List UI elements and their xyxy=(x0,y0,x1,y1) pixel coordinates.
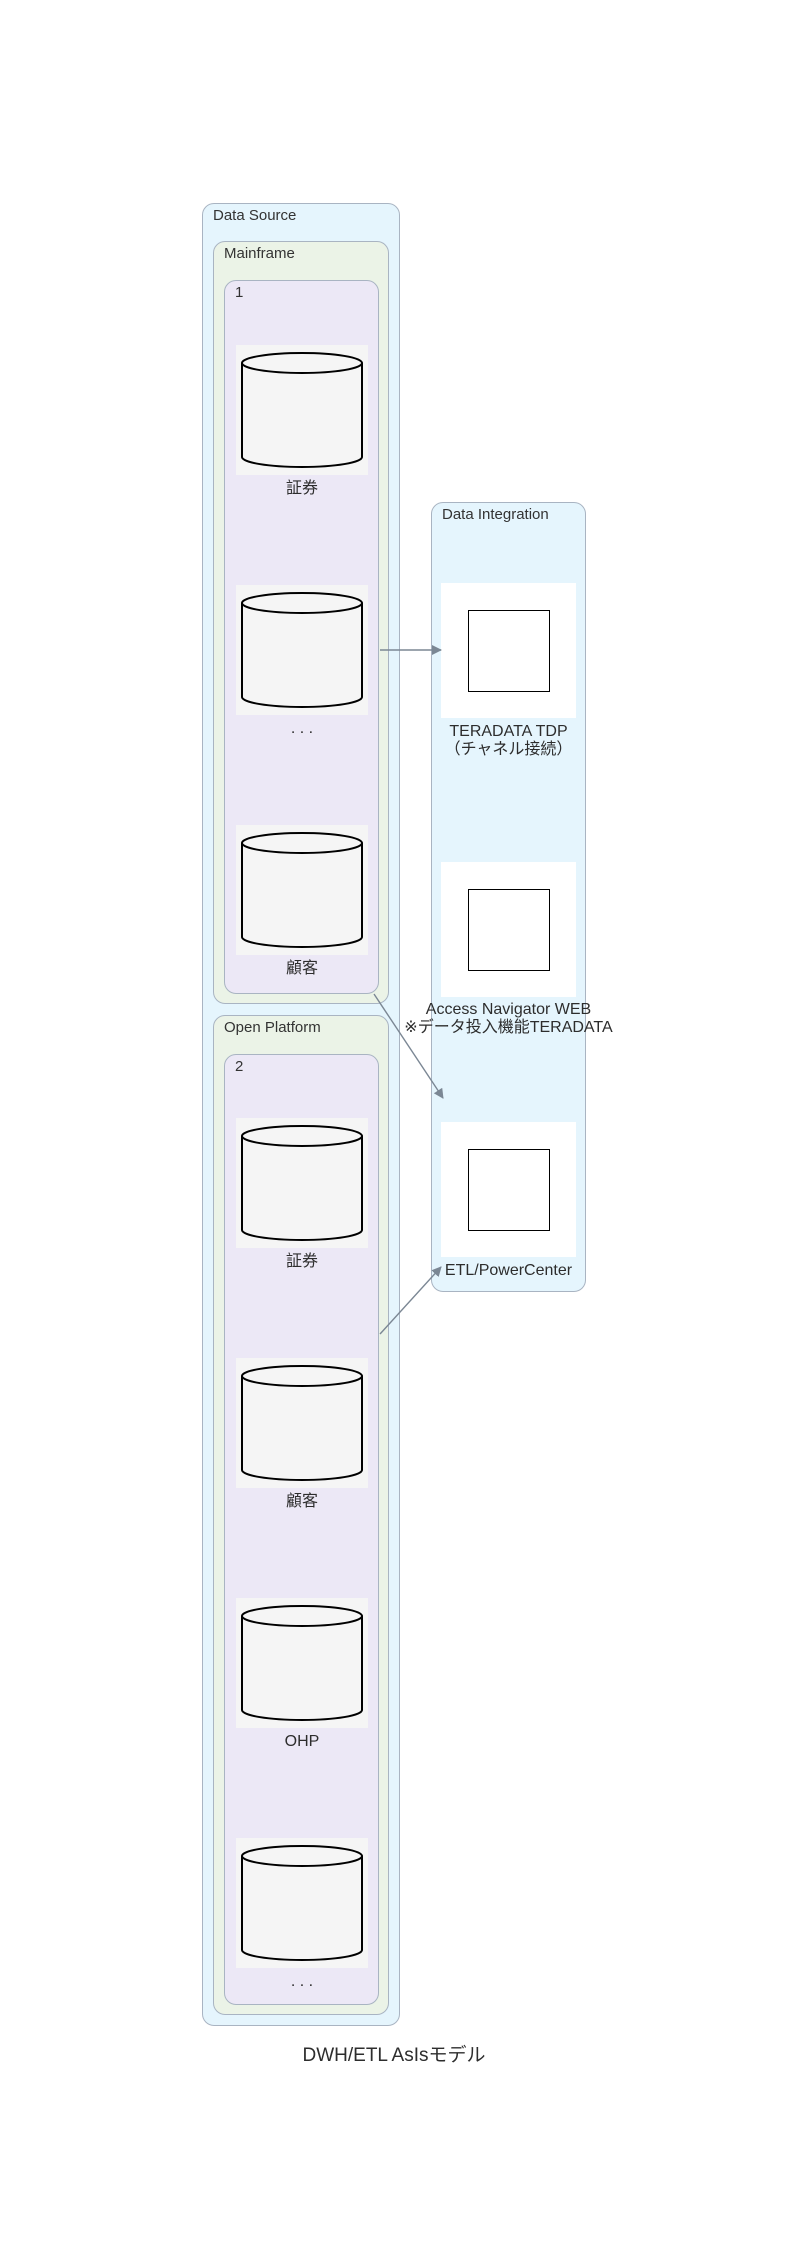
square-icon xyxy=(468,610,550,692)
open-node-ohp[interactable]: OHP xyxy=(236,1598,368,1758)
mainframe-node-more[interactable]: . . . xyxy=(236,585,368,745)
integration-node-etl-powercenter[interactable]: ETL/PowerCenter xyxy=(441,1122,576,1282)
database-icon xyxy=(241,1125,363,1241)
cluster-label-group-2: 2 xyxy=(235,1058,244,1075)
node-label: 証券 xyxy=(285,1253,318,1270)
node-label-line1: ETL/PowerCenter xyxy=(444,1262,573,1279)
node-label: 顧客 xyxy=(285,960,318,977)
diagram-title: DWH/ETL AsIsモデル xyxy=(302,2045,486,2066)
database-icon xyxy=(241,1605,363,1721)
node-label: 顧客 xyxy=(285,1493,318,1510)
open-node-customer[interactable]: 顧客 xyxy=(236,1358,368,1518)
cluster-label-group-1: 1 xyxy=(235,284,244,301)
node-label-line1: Access Navigator WEB xyxy=(425,1001,592,1018)
cluster-label-data-integration: Data Integration xyxy=(442,506,549,523)
database-icon xyxy=(241,1845,363,1961)
mainframe-node-securities[interactable]: 証券 xyxy=(236,345,368,505)
database-icon xyxy=(241,592,363,708)
square-icon xyxy=(468,1149,550,1231)
node-label: . . . xyxy=(290,720,314,737)
cluster-label-mainframe: Mainframe xyxy=(224,245,295,262)
database-icon xyxy=(241,352,363,468)
open-node-securities[interactable]: 証券 xyxy=(236,1118,368,1278)
node-label: . . . xyxy=(290,1973,314,1990)
open-node-more[interactable]: . . . xyxy=(236,1838,368,1998)
mainframe-node-customer[interactable]: 顧客 xyxy=(236,825,368,985)
database-icon xyxy=(241,1365,363,1481)
node-label-line2: （チャネル接続） xyxy=(444,741,573,758)
node-label: OHP xyxy=(284,1733,320,1750)
node-label-line1: TERADATA TDP xyxy=(449,723,568,740)
cluster-label-data-source: Data Source xyxy=(213,207,297,224)
integration-node-access-navigator[interactable]: Access Navigator WEB ※データ投入機能TERADATA xyxy=(404,862,613,1042)
integration-node-teradata-tdp[interactable]: TERADATA TDP （チャネル接続） xyxy=(441,583,576,763)
square-icon xyxy=(468,889,550,971)
cluster-label-open-platform: Open Platform xyxy=(224,1019,321,1036)
node-label: 証券 xyxy=(285,480,318,497)
database-icon xyxy=(241,832,363,948)
node-label-line2: ※データ投入機能TERADATA xyxy=(404,1019,613,1036)
